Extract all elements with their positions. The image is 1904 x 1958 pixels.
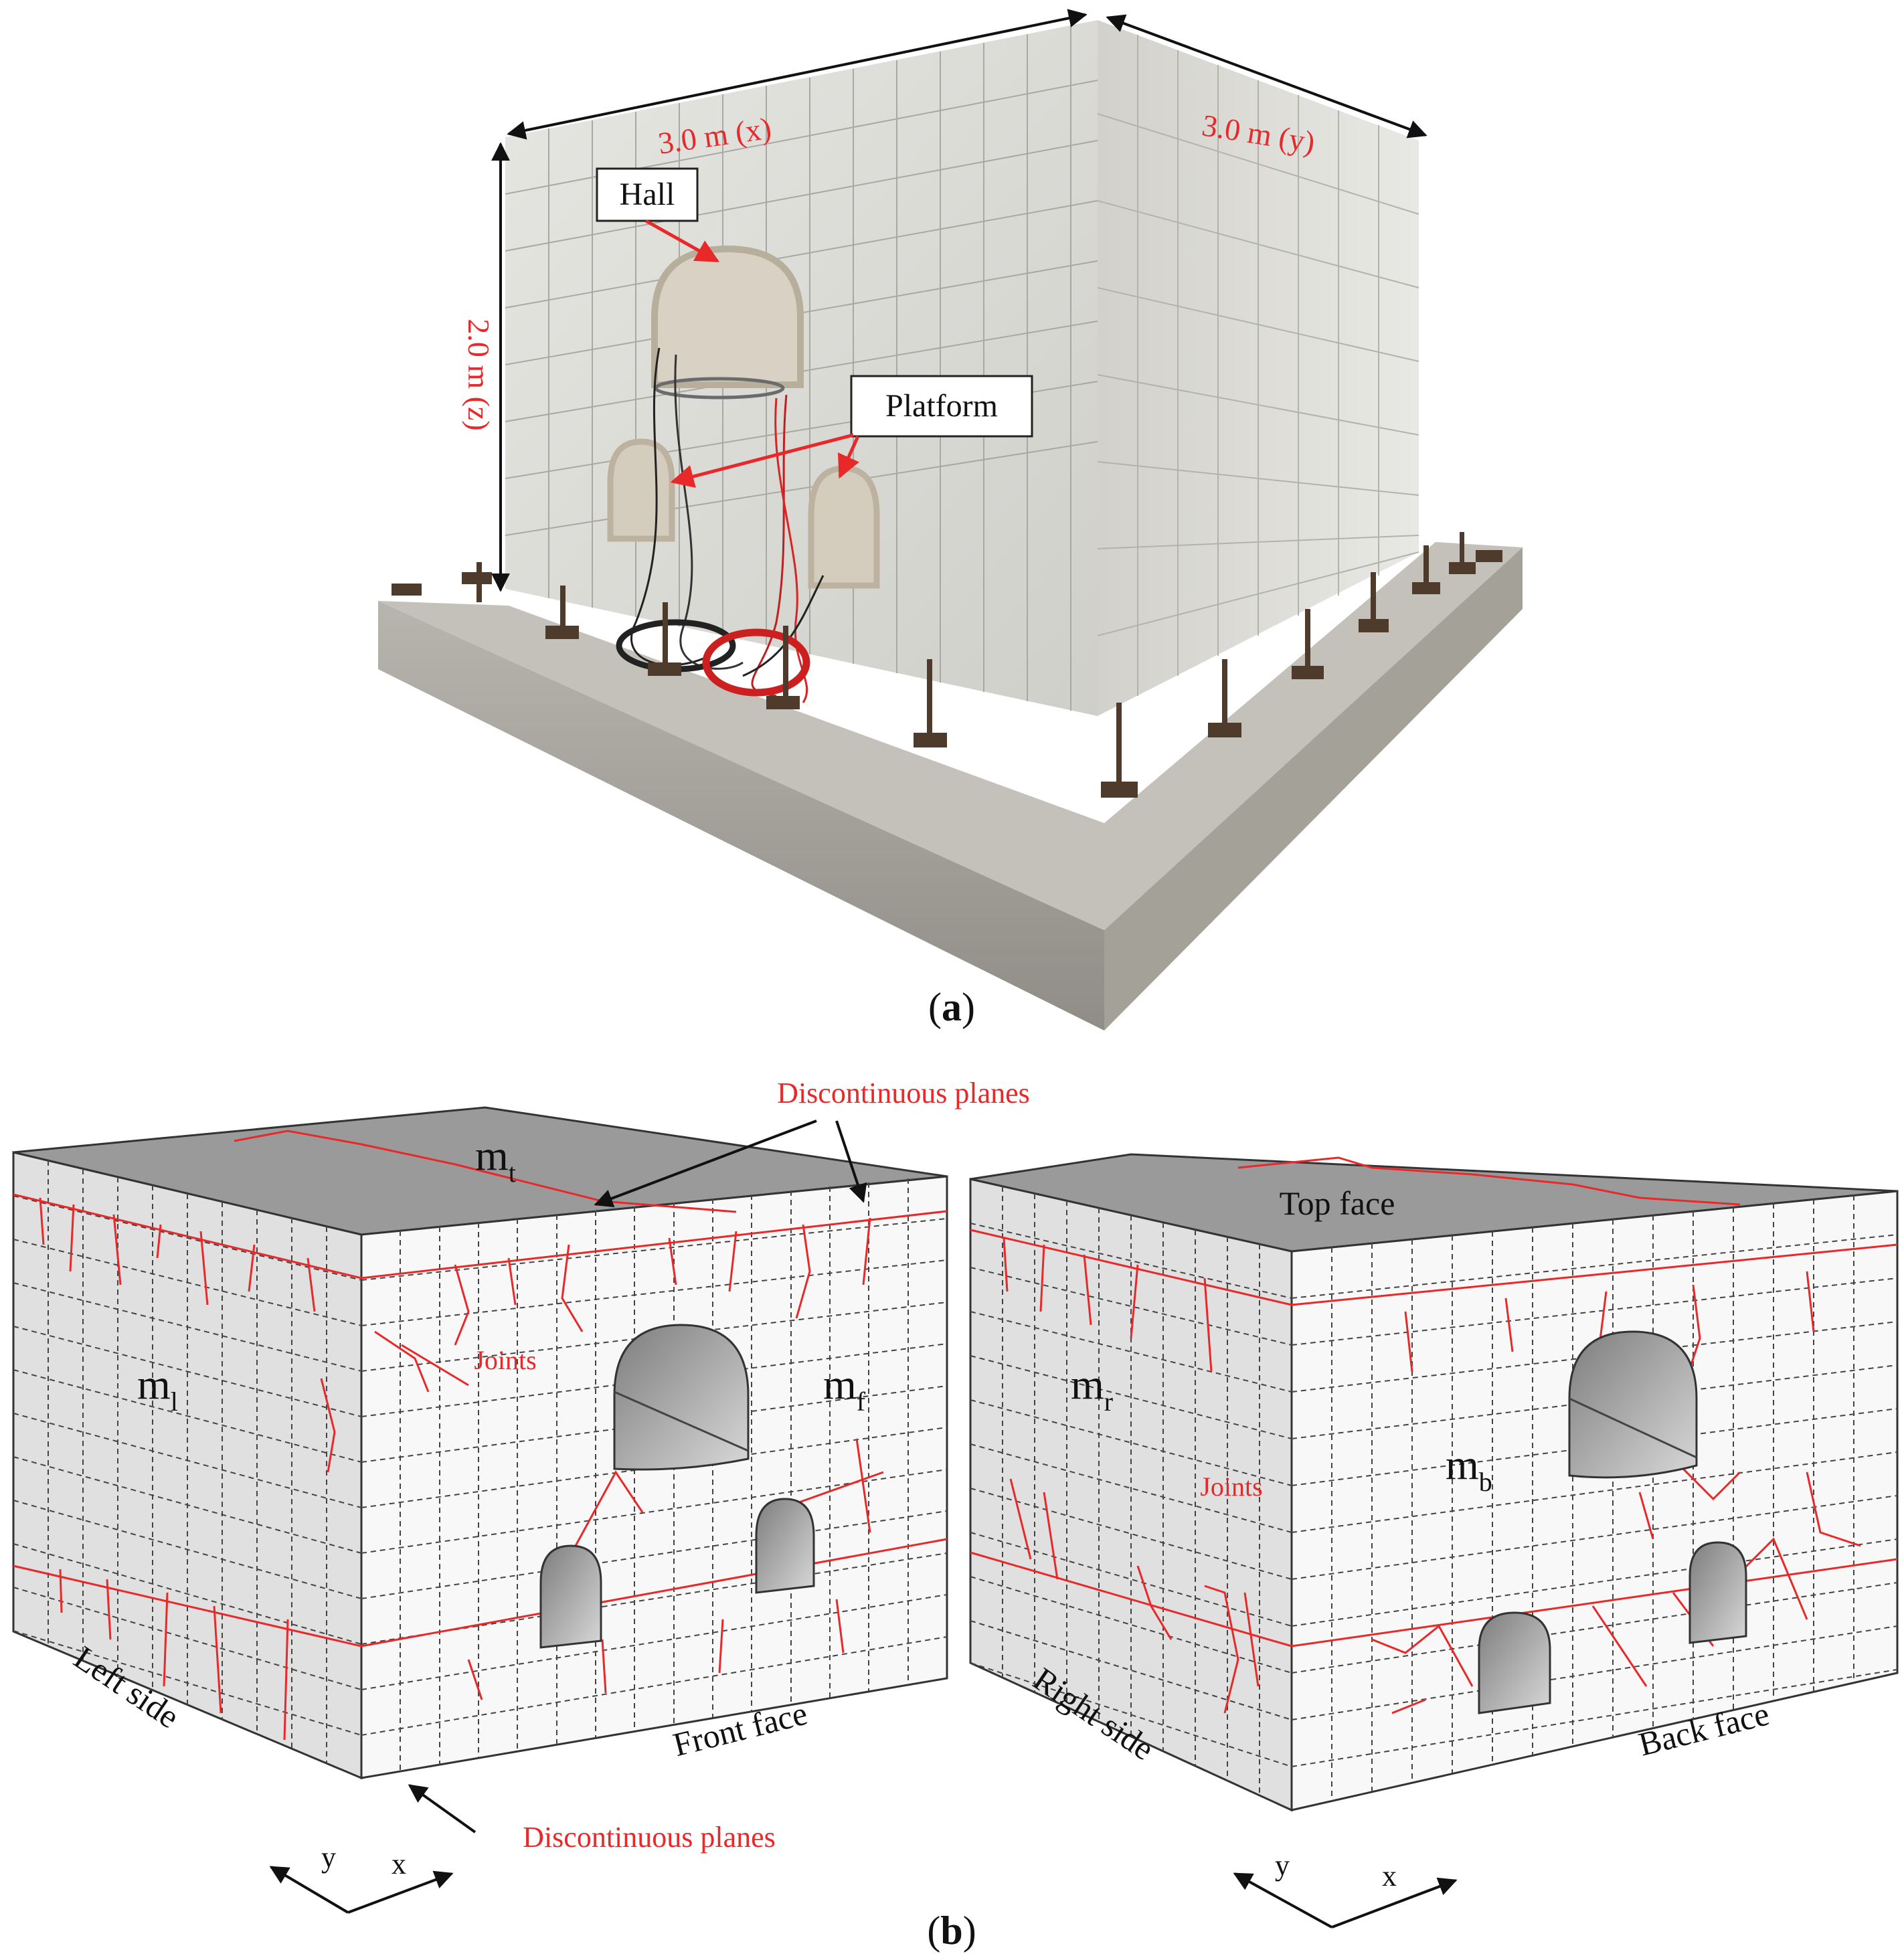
right-model-joints [970, 1156, 1898, 1714]
left-model-axis-y: y [321, 1841, 336, 1874]
panel-b: Discontinuous planes Discontinuous plane… [12, 1077, 1899, 1953]
callout-hall-leader [644, 219, 720, 263]
dim-label-z: 2.0 m (z) [462, 319, 496, 430]
left-model-discontinuous-bottom-arrow [408, 1784, 477, 1834]
cable-coil-red [702, 628, 810, 697]
left-model-joints-label: Joints [474, 1345, 536, 1375]
right-model-joints-label: Joints [1200, 1472, 1262, 1502]
left-model-left-grid [13, 1160, 362, 1764]
right-model-axis-y: y [1275, 1849, 1290, 1882]
callout-platform-text: Platform [885, 388, 998, 424]
left-model-axis-x: x [392, 1848, 406, 1880]
caption-a: (a) [928, 985, 975, 1029]
hall-opening [651, 245, 804, 388]
right-model-right-grid [970, 1186, 1292, 1795]
callout-hall-text: Hall [620, 177, 675, 212]
callout-platform-leader-right [837, 435, 860, 479]
panel-a: 3.0 m (x) 3.0 m (y) 2.0 m (z) Hall Platf… [378, 9, 1523, 1031]
right-model-top-face-label: Top face [1280, 1184, 1395, 1222]
left-model-discontinuous-top: Discontinuous planes [777, 1077, 1030, 1109]
callout-hall-box [596, 167, 699, 222]
base-slab-top [378, 542, 1523, 930]
right-model-platform-right [1689, 1541, 1747, 1644]
left-model-discontinuous-top-arrow-2 [835, 1120, 867, 1203]
right-model-axis-x: x [1382, 1860, 1397, 1892]
callout-platform-box [850, 375, 1033, 438]
anchor-bolts [392, 532, 1502, 798]
left-model-m-top: mt [475, 1132, 516, 1188]
base-slab-front [378, 601, 1104, 1031]
left-model-joints [13, 1130, 948, 1741]
left-model-front-face [360, 1175, 948, 1779]
left-model-platform-left [539, 1544, 602, 1649]
left-model-axis-x-arrow [347, 1870, 454, 1914]
base-slab-right [1104, 547, 1523, 1031]
right-model-m-right: mr [1071, 1360, 1113, 1417]
callout-platform-leader-left [670, 433, 854, 488]
left-model-discontinuous-top-arrow-1 [594, 1120, 817, 1208]
left-model-axis-y-arrow [269, 1866, 349, 1914]
left-model-m-front: mf [823, 1360, 866, 1417]
left-model: Discontinuous planes Discontinuous plane… [12, 1077, 1030, 1914]
left-platform-opening [607, 438, 675, 542]
left-model-m-left: ml [137, 1360, 178, 1417]
right-model-m-back: mb [1446, 1441, 1492, 1497]
left-model-hall [613, 1324, 750, 1471]
left-model-discontinuous-bottom: Discontinuous planes [523, 1821, 776, 1854]
hall-platform-ring [654, 377, 785, 399]
right-face-grid [1097, 35, 1419, 696]
right-model-axis-x-arrow [1331, 1877, 1458, 1929]
caption-b: (b) [927, 1908, 976, 1953]
dim-arrow-y [1106, 14, 1427, 139]
left-model-platform-right [755, 1498, 815, 1594]
right-model-back-face [1290, 1190, 1899, 1811]
right-model-axis-y-arrow [1233, 1872, 1332, 1929]
dim-arrow-x [507, 9, 1088, 140]
right-platform-opening [808, 465, 880, 589]
right-model: Top face Joints mr mb Right side Back fa… [969, 1153, 1899, 1929]
right-model-platform-left [1478, 1611, 1551, 1714]
right-model-hall [1568, 1330, 1698, 1479]
